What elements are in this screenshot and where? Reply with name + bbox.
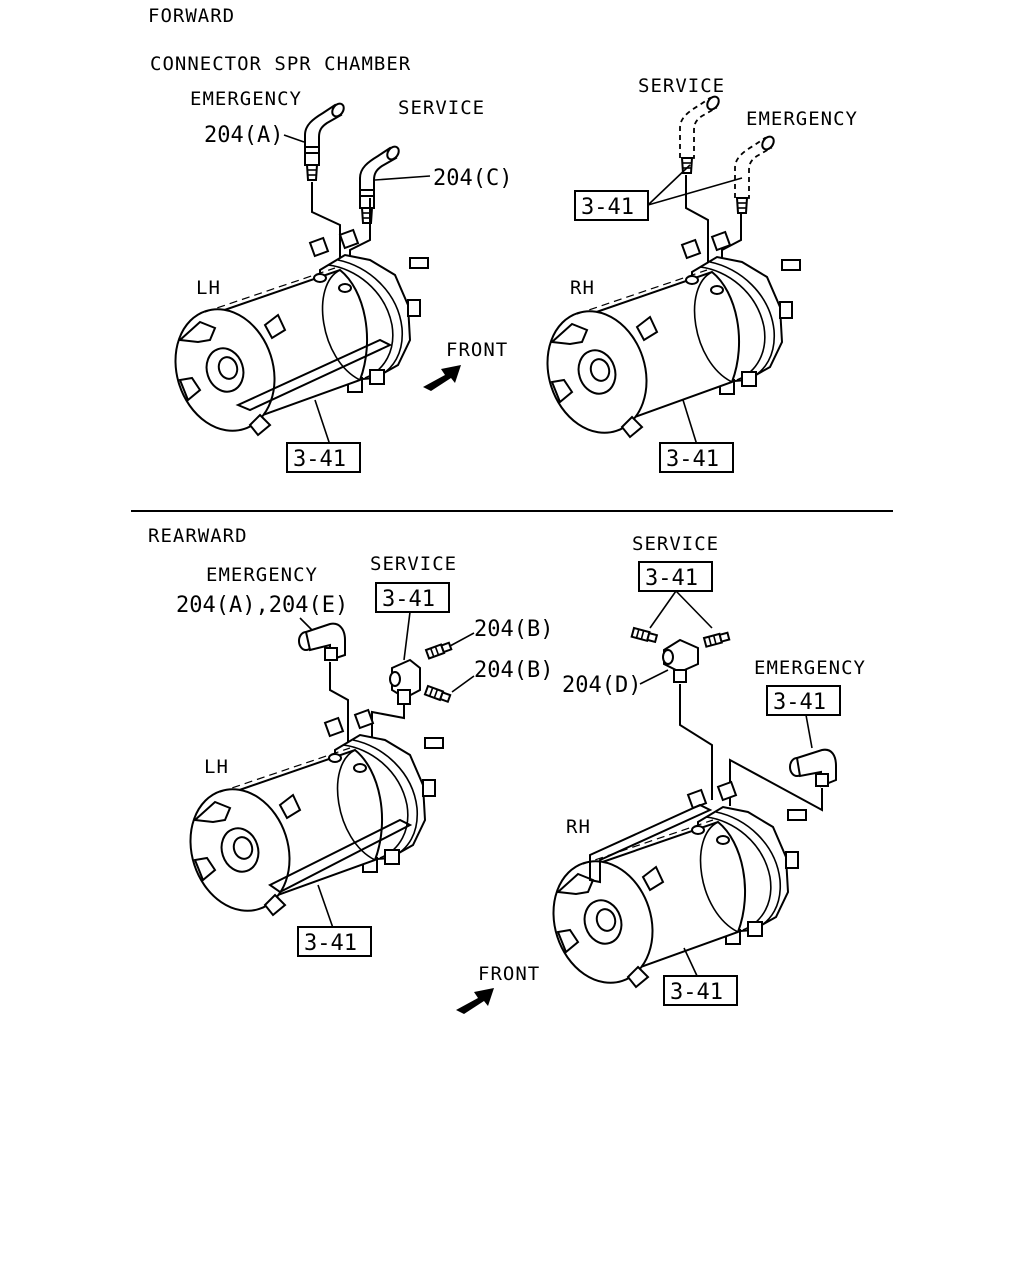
rwd-right-ref-emergency: 3-41 — [773, 690, 826, 715]
fwd-front-label: FRONT — [446, 339, 508, 361]
rwd-right-side-label: RH — [566, 816, 591, 838]
rwd-left-nipple-upper — [425, 640, 453, 660]
rwd-left-service-label: SERVICE — [370, 553, 457, 575]
rwd-right-emergency-label: EMERGENCY — [754, 657, 866, 679]
fwd-right-emergency-label: EMERGENCY — [746, 108, 858, 130]
rwd-left-side-label: LH — [204, 756, 229, 778]
rwd-right-brake-chamber — [537, 781, 807, 997]
section-forward-label: FORWARD — [148, 5, 235, 27]
rwd-right-service-cross — [662, 638, 699, 683]
fwd-left-brake-chamber — [159, 229, 429, 445]
fwd-front-arrow-icon — [423, 365, 461, 391]
fwd-right-brake-chamber — [531, 231, 801, 447]
rwd-left-emergency-label: EMERGENCY — [206, 564, 318, 586]
rwd-front-label: FRONT — [478, 963, 540, 985]
fwd-left-emergency-label: EMERGENCY — [190, 88, 302, 110]
fwd-right-emergency-elbow — [734, 133, 778, 214]
fwd-right-ref-box — [659, 442, 734, 473]
fwd-left-part-c: 204(C) — [433, 166, 512, 191]
rwd-left-ref-service: 3-41 — [382, 587, 435, 612]
rwd-left-brake-chamber — [174, 709, 444, 925]
rwd-left-parts: 204(A),204(E) — [176, 593, 348, 618]
fwd-left-side-label: LH — [196, 277, 221, 299]
rwd-right-ref-service: 3-41 — [645, 566, 698, 591]
fwd-left-part-a: 204(A) — [204, 123, 283, 148]
rwd-left-ref-service-box — [375, 582, 450, 613]
rwd-left-ref-box — [297, 926, 372, 957]
rwd-left-ref: 3-41 — [304, 931, 357, 956]
fwd-right-ref: 3-41 — [666, 447, 719, 472]
fwd-right-ref-top: 3-41 — [581, 195, 634, 220]
rwd-left-part-b2: 204(B) — [474, 658, 553, 683]
rwd-right-service-label: SERVICE — [632, 533, 719, 555]
section-rearward-label: REARWARD — [148, 525, 248, 547]
rwd-right-emergency-elbow — [789, 748, 837, 788]
fwd-right-service-label: SERVICE — [638, 75, 725, 97]
rwd-right-ref-box — [663, 975, 738, 1006]
fwd-left-ref-box — [286, 442, 361, 473]
connector-title: CONNECTOR SPR CHAMBER — [150, 53, 411, 75]
rwd-left-nipple-lower — [423, 685, 452, 704]
rwd-right-part-d: 204(D) — [562, 673, 641, 698]
rwd-right-ref-service-box — [638, 561, 713, 592]
rwd-left-part-b1: 204(B) — [474, 617, 553, 642]
fwd-left-service-label: SERVICE — [398, 97, 485, 119]
fwd-left-ref: 3-41 — [293, 447, 346, 472]
rwd-left-service-tee — [389, 658, 421, 705]
fwd-right-ref-top-box — [574, 190, 649, 221]
rwd-right-ref: 3-41 — [670, 980, 723, 1005]
fwd-left-service-elbow — [359, 143, 403, 224]
rwd-right-nipple-left — [630, 627, 659, 644]
fwd-right-service-elbow — [679, 93, 723, 174]
fwd-right-side-label: RH — [570, 277, 595, 299]
rwd-right-ref-emergency-box — [766, 685, 841, 716]
rwd-left-emergency-elbow — [298, 622, 346, 662]
fwd-left-emergency-elbow — [304, 100, 348, 181]
rwd-front-arrow-icon — [456, 988, 494, 1014]
rwd-right-nipple-right — [703, 630, 731, 648]
